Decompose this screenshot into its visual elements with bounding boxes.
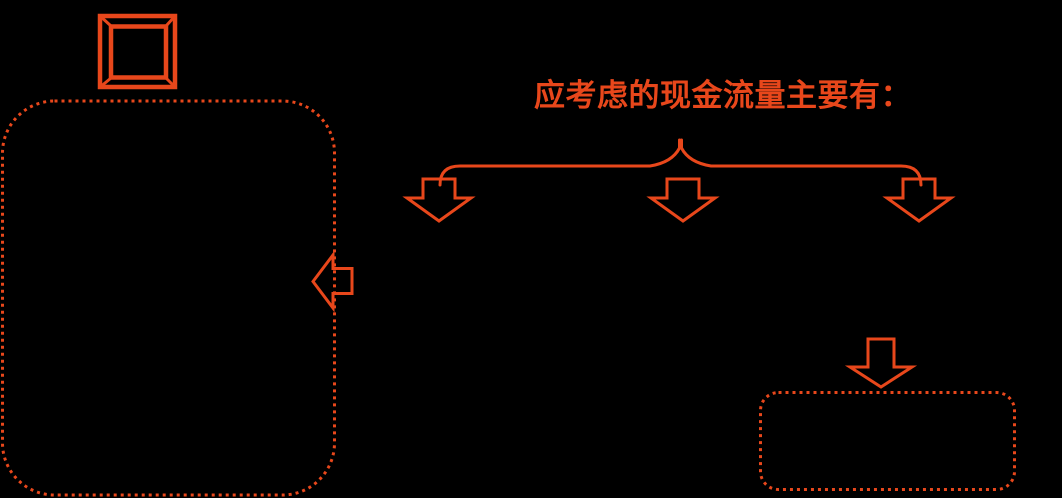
heading-text: 应考虑的现金流量主要有： bbox=[534, 78, 912, 114]
brace-connector bbox=[438, 138, 923, 187]
bevel-square-icon bbox=[97, 13, 178, 90]
left-block-arrow bbox=[311, 250, 354, 313]
small-dotted-rounded-rectangle bbox=[759, 391, 1016, 491]
down-block-arrow-middle bbox=[646, 177, 720, 223]
down-block-arrow-right bbox=[882, 177, 956, 223]
down-block-arrow-bottom bbox=[844, 337, 918, 389]
down-block-arrow-left bbox=[402, 177, 476, 223]
main-dotted-rounded-rectangle bbox=[1, 99, 336, 497]
